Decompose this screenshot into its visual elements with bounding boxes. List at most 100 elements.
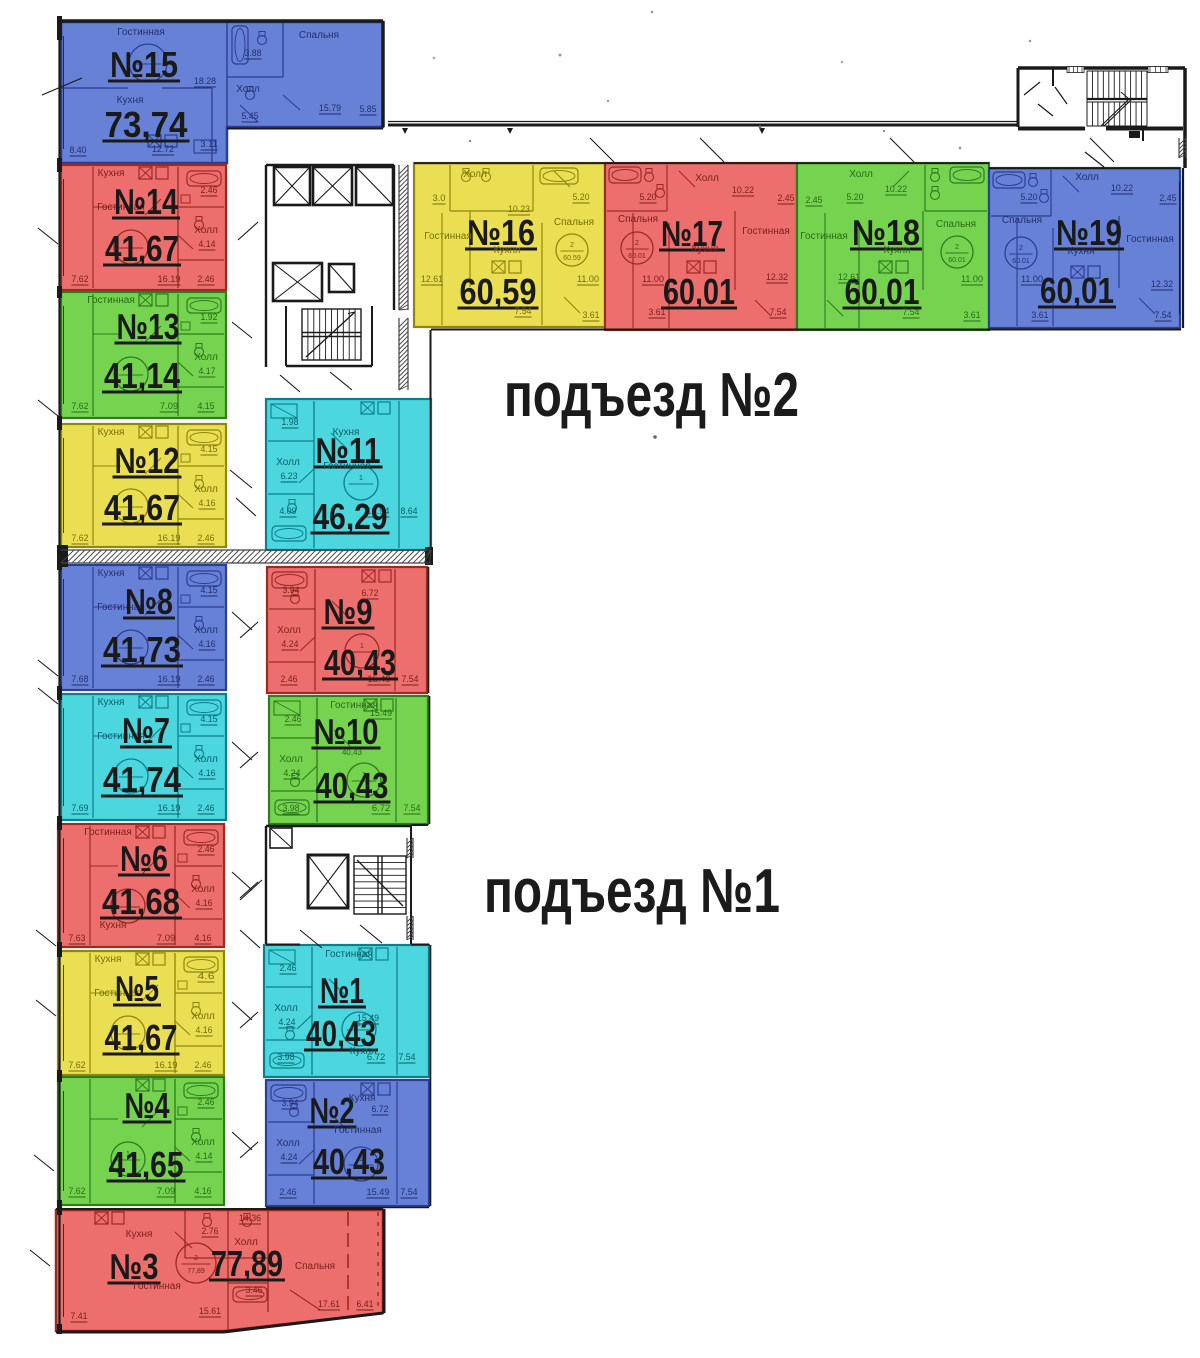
svg-text:Гостинная: Гостинная bbox=[325, 949, 373, 960]
svg-text:4.09: 4.09 bbox=[280, 506, 297, 516]
svg-text:3.98: 3.98 bbox=[283, 803, 300, 813]
svg-text:Гостинная: Гостинная bbox=[97, 202, 145, 213]
svg-text:4.15: 4.15 bbox=[198, 401, 215, 411]
svg-text:Кухня: Кухня bbox=[350, 1046, 377, 1057]
svg-text:2.46: 2.46 bbox=[198, 274, 215, 284]
svg-text:1: 1 bbox=[129, 366, 133, 373]
svg-text:7.54: 7.54 bbox=[903, 307, 920, 317]
svg-text:4.24: 4.24 bbox=[279, 1017, 296, 1027]
svg-text:60.01: 60.01 bbox=[1012, 258, 1030, 265]
svg-text:Холл: Холл bbox=[849, 169, 873, 180]
svg-text:Гостинная: Гостинная bbox=[97, 602, 145, 613]
svg-text:77,89: 77,89 bbox=[187, 1268, 205, 1275]
svg-text:6.72: 6.72 bbox=[362, 588, 379, 598]
svg-text:Гостинная: Гостинная bbox=[87, 295, 135, 306]
svg-text:Холл: Холл bbox=[276, 1138, 300, 1149]
svg-text:Кухня: Кухня bbox=[100, 920, 127, 931]
svg-text:2.46: 2.46 bbox=[281, 674, 298, 684]
svg-text:6.72: 6.72 bbox=[372, 1104, 389, 1114]
svg-text:2.46: 2.46 bbox=[198, 533, 215, 543]
svg-text:14.36: 14.36 bbox=[239, 1213, 261, 1223]
svg-text:1: 1 bbox=[129, 498, 133, 505]
svg-text:7.54: 7.54 bbox=[770, 307, 787, 317]
svg-text:7.54: 7.54 bbox=[402, 674, 419, 684]
svg-text:3.94: 3.94 bbox=[282, 1098, 299, 1108]
svg-text:Кухня: Кухня bbox=[494, 245, 521, 256]
svg-text:Кухня: Кухня bbox=[126, 1229, 153, 1240]
svg-text:2: 2 bbox=[194, 1255, 198, 1262]
svg-text:7.09: 7.09 bbox=[160, 401, 178, 411]
svg-text:№4: №4 bbox=[125, 1085, 170, 1126]
svg-text:2: 2 bbox=[635, 240, 639, 247]
svg-text:2.46: 2.46 bbox=[280, 1187, 297, 1197]
svg-text:41,73: 41,73 bbox=[103, 629, 181, 670]
svg-text:№14: №14 bbox=[114, 181, 178, 222]
svg-text:Гостинная: Гостинная bbox=[84, 827, 132, 838]
svg-text:Гостинная: Гостинная bbox=[97, 731, 145, 742]
svg-text:Кухня: Кухня bbox=[98, 427, 125, 438]
svg-text:4.16: 4.16 bbox=[199, 639, 216, 649]
svg-text:7.54: 7.54 bbox=[399, 1052, 416, 1062]
svg-text:Гостинная: Гостинная bbox=[94, 988, 142, 999]
svg-text:Спальня: Спальня bbox=[295, 1261, 335, 1272]
svg-text:1: 1 bbox=[129, 768, 133, 775]
svg-text:7.54: 7.54 bbox=[404, 803, 421, 813]
svg-text:Спальня: Спальня bbox=[554, 217, 594, 228]
svg-text:3.88: 3.88 bbox=[245, 48, 262, 58]
svg-text:18.28: 18.28 bbox=[194, 76, 216, 86]
svg-text:Кухня: Кухня bbox=[98, 697, 125, 708]
svg-text:Спальня: Спальня bbox=[618, 214, 658, 225]
svg-text:2.45: 2.45 bbox=[1160, 193, 1177, 203]
svg-text:Гостинная: Гостинная bbox=[742, 226, 790, 237]
svg-text:Холл: Холл bbox=[1075, 172, 1099, 183]
svg-text:16.94: 16.94 bbox=[367, 506, 390, 516]
svg-text:Холл: Холл bbox=[236, 84, 260, 95]
svg-text:7.62: 7.62 bbox=[72, 274, 89, 284]
svg-text:7.54: 7.54 bbox=[1155, 310, 1172, 320]
svg-text:№16: №16 bbox=[467, 212, 535, 253]
svg-text:Гостинная: Гостинная bbox=[323, 461, 371, 472]
svg-text:17.61: 17.61 bbox=[318, 1299, 340, 1309]
svg-text:№12: №12 bbox=[115, 440, 180, 481]
svg-text:16.19: 16.19 bbox=[158, 674, 181, 684]
svg-text:3.0: 3.0 bbox=[433, 193, 446, 203]
svg-text:60,01: 60,01 bbox=[1040, 270, 1114, 311]
svg-text:Холл: Холл bbox=[276, 457, 300, 468]
svg-text:Холл: Холл bbox=[194, 225, 218, 236]
svg-text:Холл: Холл bbox=[274, 1003, 298, 1014]
svg-text:3.98: 3.98 bbox=[278, 1052, 295, 1062]
svg-text:12.61: 12.61 bbox=[421, 274, 443, 284]
svg-text:7.62: 7.62 bbox=[72, 401, 89, 411]
svg-text:3.61: 3.61 bbox=[1032, 310, 1049, 320]
svg-text:№6: №6 bbox=[120, 838, 168, 879]
svg-text:60,01: 60,01 bbox=[663, 271, 735, 312]
svg-text:Спальня: Спальня bbox=[299, 30, 339, 41]
svg-text:40,43: 40,43 bbox=[342, 748, 363, 757]
svg-text:подъезд №2: подъезд №2 bbox=[504, 360, 799, 429]
svg-text:2.46: 2.46 bbox=[198, 1097, 215, 1107]
svg-text:3.94: 3.94 bbox=[283, 585, 300, 595]
svg-text:2.46: 2.46 bbox=[195, 1060, 212, 1070]
svg-text:№3: №3 bbox=[110, 1246, 159, 1287]
svg-text:40,43: 40,43 bbox=[306, 1013, 376, 1054]
svg-text:Холл: Холл bbox=[191, 884, 215, 895]
svg-text:№11: №11 bbox=[316, 430, 381, 471]
svg-text:Кухня: Кухня bbox=[95, 954, 122, 965]
svg-text:16.19: 16.19 bbox=[155, 1060, 178, 1070]
svg-text:6.72: 6.72 bbox=[367, 1052, 385, 1062]
svg-text:11.00: 11.00 bbox=[961, 274, 983, 284]
svg-text:4.14: 4.14 bbox=[196, 1151, 213, 1161]
svg-text:10.23: 10.23 bbox=[508, 204, 530, 214]
svg-text:1: 1 bbox=[126, 1151, 130, 1158]
svg-text:15.79: 15.79 bbox=[319, 103, 341, 113]
svg-text:№2: №2 bbox=[310, 1090, 355, 1131]
svg-text:Гостинная: Гостинная bbox=[117, 27, 165, 38]
svg-text:3.61: 3.61 bbox=[583, 310, 600, 320]
svg-text:№1: №1 bbox=[320, 970, 364, 1011]
svg-text:73,74: 73,74 bbox=[105, 104, 188, 145]
svg-text:4.24: 4.24 bbox=[284, 768, 301, 778]
svg-text:2.46: 2.46 bbox=[285, 714, 302, 724]
svg-text:1: 1 bbox=[359, 475, 363, 482]
svg-text:60.59: 60.59 bbox=[563, 255, 581, 262]
svg-text:6.72: 6.72 bbox=[372, 803, 390, 813]
